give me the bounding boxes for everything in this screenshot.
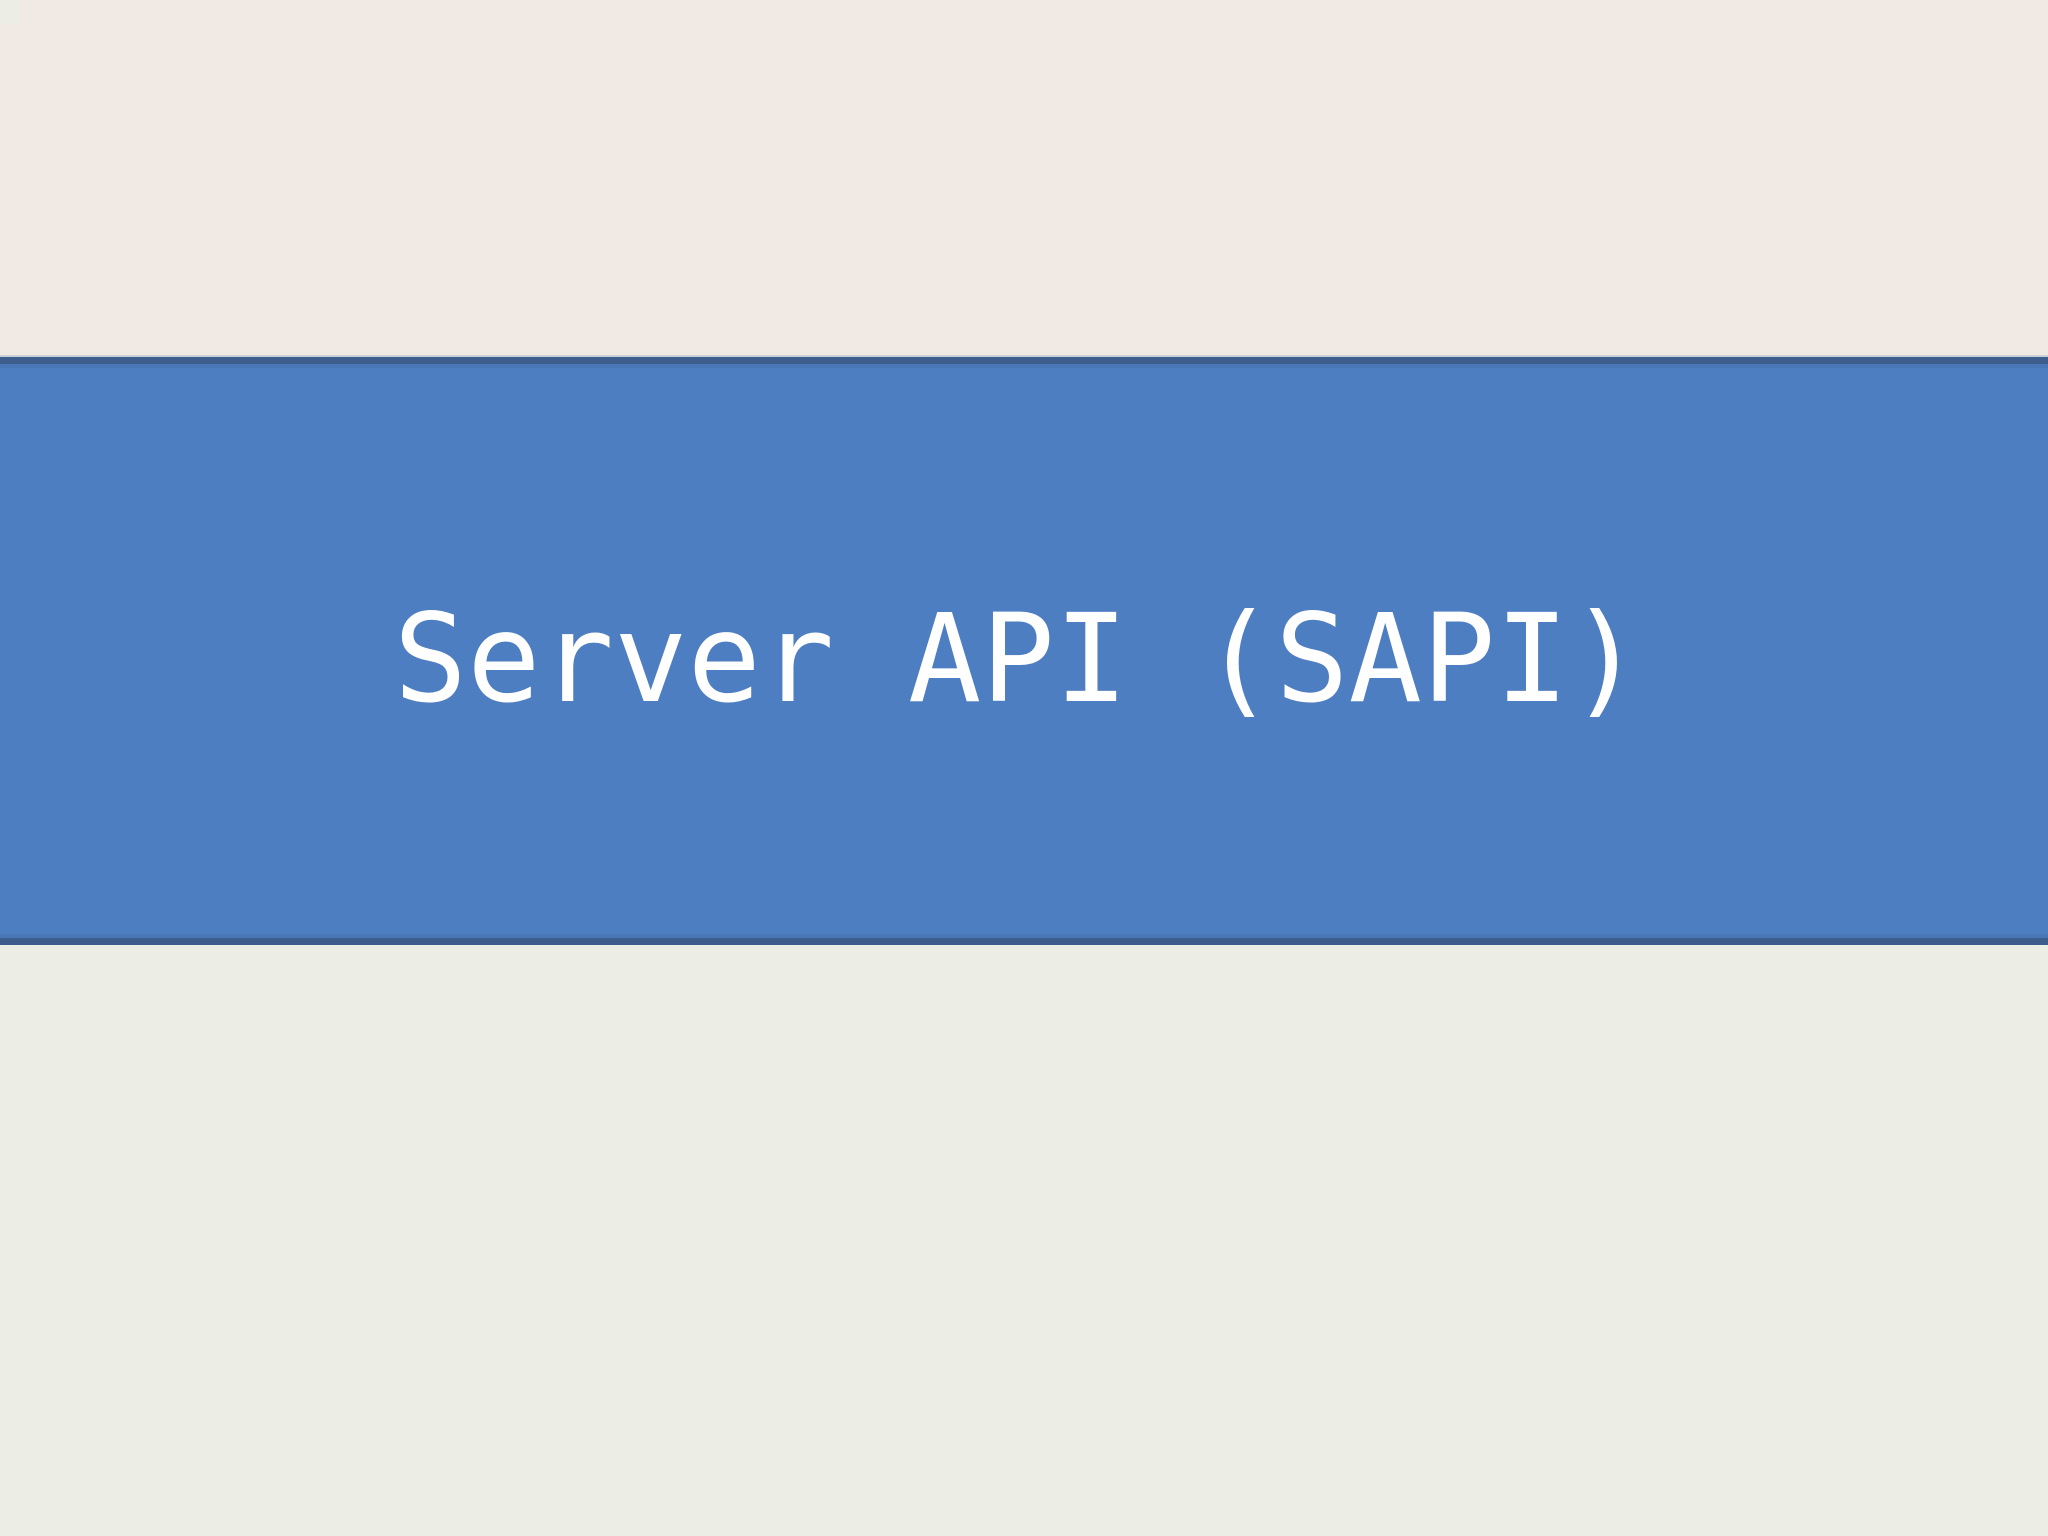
top-background <box>0 0 2048 357</box>
bottom-background <box>0 945 2048 1536</box>
corner-artifact <box>0 0 20 24</box>
slide-title: Server API (SAPI) <box>393 588 1643 730</box>
title-banner: Server API (SAPI) <box>0 357 2048 945</box>
